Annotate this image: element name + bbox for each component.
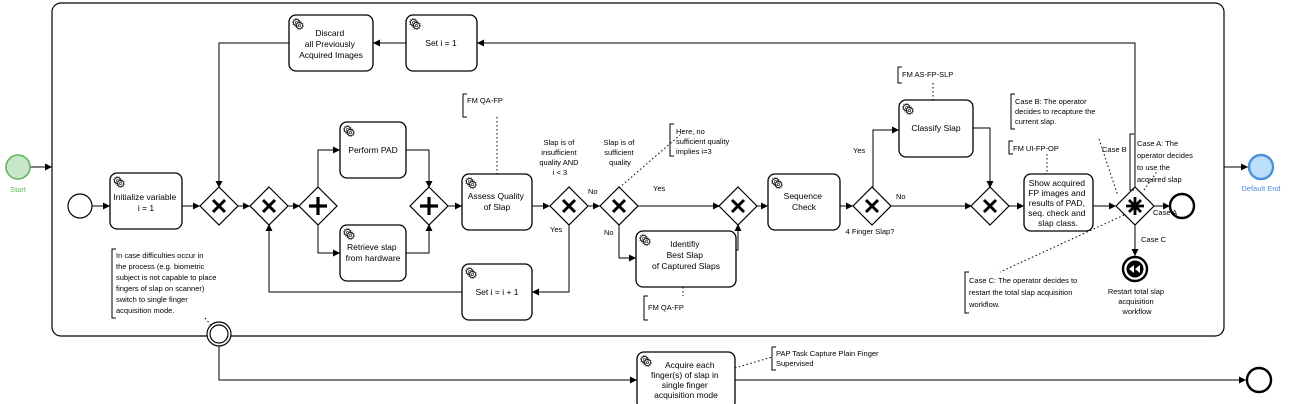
- annotation-pap-task: PAP Task Capture Plain Finger Supervised: [776, 349, 881, 368]
- task-set-i-increment[interactable]: Set i = i + 1: [461, 263, 533, 321]
- svg-text:Acquire each finger(s) o: Acquire each finger(s) of slap in single…: [651, 360, 721, 400]
- restart-label: Restart total slap acquisition workflow: [1108, 287, 1166, 316]
- task-perform-pad[interactable]: Perform PAD: [339, 121, 407, 179]
- start-label: Start: [10, 185, 27, 194]
- gateway-parallel-split[interactable]: [298, 186, 338, 226]
- task-classify-slap[interactable]: Classify Slap: [898, 99, 974, 158]
- flow-label-no-2: No: [604, 228, 614, 237]
- annotation-fm-ui-fp-op: FM UI-FP-OP: [1013, 144, 1059, 153]
- svg-text:Show acquired FP images: Show acquired FP images and results of P…: [1028, 178, 1088, 228]
- default-end-event[interactable]: Default End: [1241, 153, 1281, 193]
- gateway-exclusive-merge-1[interactable]: [199, 186, 239, 226]
- annotation-difficulties: In case difficulties occur in the proces…: [116, 251, 219, 315]
- flow-label-no-3: No: [896, 192, 906, 201]
- task-retrieve-slap[interactable]: Retrieve slap from hardware: [339, 224, 407, 282]
- svg-text:Identifiy Best Slap: Identifiy Best Slap of Captured Slaps: [652, 239, 720, 271]
- annotation-case-c: Case C: The operator decides to restart …: [968, 276, 1079, 309]
- gateway-four-finger[interactable]: [852, 186, 892, 226]
- task-initialize-variable[interactable]: Initialize variable i = 1: [109, 172, 183, 230]
- annotation-case-a: Case A: The operator decides to use the …: [1137, 139, 1195, 184]
- svg-text:Set i = 1: Set i = 1: [425, 38, 457, 48]
- annotation-case-b: Case B: The operator decides to recaptur…: [1015, 97, 1098, 126]
- label-sufficient-quality: Slap is of sufficient quality: [604, 138, 637, 167]
- start-event[interactable]: Start: [5, 154, 31, 194]
- sequence-flows: [30, 39, 1248, 384]
- flow-label-case-a: Case A: [1153, 208, 1177, 217]
- svg-text:Perform PAD: Perform PAD: [348, 145, 397, 155]
- gateway-sufficient-quality[interactable]: [599, 186, 639, 226]
- flow-label-no-1: No: [588, 187, 598, 196]
- gateway-insufficient-quality[interactable]: [549, 186, 589, 226]
- subprocess-start-event[interactable]: [67, 193, 93, 219]
- case-a-end-event[interactable]: [1168, 192, 1196, 220]
- annotation-fm-as-fp-slp: FM AS-FP-SLP: [902, 70, 953, 79]
- svg-text:Initialize variable i =: Initialize variable i = 1: [113, 192, 178, 213]
- label-four-finger: 4 Finger Slap?: [846, 227, 895, 236]
- subprocess-container: [51, 2, 1225, 337]
- annotation-brackets: [111, 66, 1134, 371]
- task-sequence-check[interactable]: Sequence Check: [767, 173, 841, 231]
- svg-text:Discard all Previously: Discard all Previously Acquired Images: [299, 28, 363, 60]
- flow-label-yes-3: Yes: [853, 146, 865, 155]
- svg-text:Retrieve slap from hardw: Retrieve slap from hardware: [346, 242, 401, 263]
- task-acquire-each-finger[interactable]: Acquire each finger(s) of slap in single…: [636, 351, 736, 404]
- annotation-fm-qa-fp-bottom: FM QA-FP: [648, 303, 684, 312]
- svg-text:Set i = i + 1: Set i = i + 1: [476, 287, 519, 297]
- flow-label-yes-1: Yes: [550, 225, 562, 234]
- restart-end-event[interactable]: [1121, 255, 1149, 283]
- default-end-label: Default End: [1241, 184, 1280, 193]
- label-insufficient-quality: Slap is of insufficient quality AND i < …: [539, 138, 580, 177]
- gateway-exclusive-merge-2[interactable]: [249, 186, 289, 226]
- task-set-i-1[interactable]: Set i = 1: [405, 14, 478, 72]
- task-assess-quality[interactable]: Assess Quality of Slap: [461, 173, 533, 231]
- task-identify-best-slap[interactable]: Identifiy Best Slap of Captured Slaps: [635, 230, 737, 288]
- flow-label-yes-2: Yes: [653, 184, 665, 193]
- gateway-exclusive-merge-3[interactable]: [718, 186, 758, 226]
- gateway-complex-cases[interactable]: [1115, 186, 1155, 226]
- task-show-acquired[interactable]: Show acquired FP images and results of P…: [1023, 173, 1094, 232]
- flow-label-case-b: Case B: [1102, 145, 1127, 154]
- task-discard-images[interactable]: Discard all Previously Acquired Images: [288, 14, 374, 72]
- svg-text:Sequence Check: Sequence Check: [784, 191, 825, 212]
- boundary-event[interactable]: [206, 321, 232, 347]
- svg-text:Assess Quality of Slap: Assess Quality of Slap: [468, 191, 527, 212]
- annotation-here-no-sufficient: Here, no sufficient quality implies i=3: [676, 127, 731, 156]
- gateway-parallel-join[interactable]: [409, 186, 449, 226]
- annotation-fm-qa-fp-top: FM QA-FP: [467, 96, 503, 105]
- end-event-bottom[interactable]: [1245, 366, 1273, 394]
- rewind-arrows-icon: [1129, 265, 1140, 273]
- gateway-exclusive-merge-4[interactable]: [970, 186, 1010, 226]
- svg-text:Classify Slap: Classify Slap: [911, 123, 960, 133]
- flow-label-case-c: Case C: [1141, 235, 1167, 244]
